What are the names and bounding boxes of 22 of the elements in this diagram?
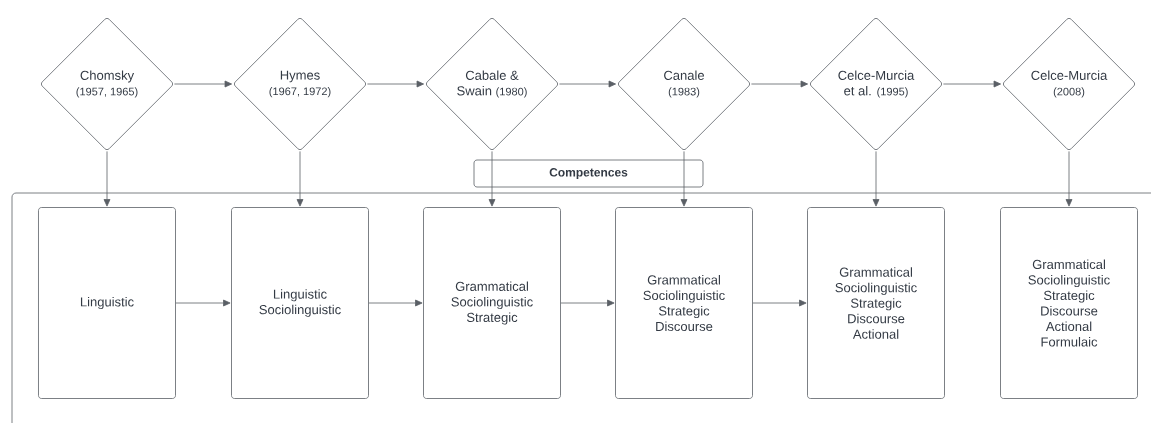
arrow — [367, 80, 424, 88]
arrow — [680, 151, 688, 207]
arrow — [175, 299, 231, 307]
process-box: Grammatical Sociolinguistic Strategic Discourse — [615, 207, 753, 399]
arrow — [559, 80, 616, 88]
arrow — [174, 80, 232, 88]
process-box: Grammatical Sociolinguistic Strategic Discourse Actional — [807, 207, 945, 399]
arrow — [752, 299, 807, 307]
arrow — [368, 299, 423, 307]
process-box: Grammatical Sociolinguistic Strategic Discourse Actional Formulaic — [1000, 207, 1138, 399]
process-box: Linguistic Sociolinguistic — [231, 207, 369, 399]
arrow — [872, 151, 880, 207]
arrow — [488, 151, 496, 207]
arrow — [103, 151, 111, 207]
arrow — [751, 80, 808, 88]
arrow — [1065, 151, 1073, 207]
process-box: Grammatical Sociolinguistic Strategic — [423, 207, 561, 399]
arrow — [560, 299, 615, 307]
arrow — [943, 80, 1001, 88]
arrow — [296, 151, 304, 207]
process-box: Linguistic — [38, 207, 176, 399]
heading-tab: Competences — [473, 159, 704, 188]
